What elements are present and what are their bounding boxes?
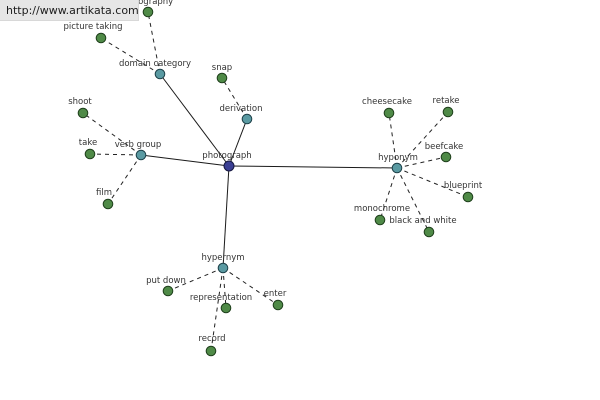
node-shoot[interactable] xyxy=(77,107,89,119)
label-enter[interactable]: enter xyxy=(264,289,287,299)
edge-domain-photography xyxy=(147,11,161,75)
edge-center-hyponym xyxy=(228,165,398,169)
edge-verb-shoot xyxy=(82,112,142,156)
labels-layer: photography picture taking snap shoot take fi… xyxy=(64,0,483,344)
node-representation[interactable] xyxy=(220,302,232,314)
node-record[interactable] xyxy=(205,345,217,357)
edge-center-verb xyxy=(140,154,230,167)
node-hypernym[interactable] xyxy=(217,262,229,274)
label-cheesecake[interactable]: cheesecake xyxy=(362,97,412,107)
node-film[interactable] xyxy=(102,198,114,210)
node-photography[interactable] xyxy=(142,6,154,18)
label-take[interactable]: take xyxy=(79,138,97,148)
edge-center-derivation xyxy=(228,118,248,167)
edge-hyponym-monochrome xyxy=(379,167,398,221)
label-shoot[interactable]: shoot xyxy=(68,97,92,107)
node-snap[interactable] xyxy=(216,72,228,84)
node-cheesecake[interactable] xyxy=(383,107,395,119)
edge-hyponym-beefcake xyxy=(396,156,447,169)
node-domain[interactable] xyxy=(154,68,166,80)
edges-layer xyxy=(82,11,469,352)
edge-center-hypernym xyxy=(222,165,230,269)
edge-verb-take xyxy=(89,153,142,156)
label-retake[interactable]: retake xyxy=(433,96,460,106)
node-blueprint[interactable] xyxy=(462,191,474,203)
url-banner[interactable]: http://www.artikata.com xyxy=(0,0,139,21)
label-hyponym[interactable]: hyponym xyxy=(378,153,418,163)
edge-center-domain xyxy=(159,73,230,167)
label-derivation[interactable]: derivation xyxy=(219,104,262,114)
label-monochrome[interactable]: monochrome xyxy=(354,204,410,214)
node-monochrome[interactable] xyxy=(374,214,386,226)
label-hypernym[interactable]: hypernym xyxy=(201,253,244,263)
node-hyponym[interactable] xyxy=(391,162,403,174)
label-center[interactable]: photograph xyxy=(202,151,251,161)
edge-hypernym-enter xyxy=(222,267,279,306)
edge-derivation-snap xyxy=(221,77,248,120)
node-verb[interactable] xyxy=(135,149,147,161)
label-verb[interactable]: verb group xyxy=(115,140,162,150)
label-beefcake[interactable]: beefcake xyxy=(425,142,464,152)
node-take[interactable] xyxy=(84,148,96,160)
node-center[interactable] xyxy=(223,160,235,172)
edge-hyponym-cheesecake xyxy=(388,112,398,169)
node-enter[interactable] xyxy=(272,299,284,311)
url-link[interactable]: http://www.artikata.com xyxy=(6,4,139,17)
edge-hypernym-put_down xyxy=(167,267,224,292)
node-picture-taking[interactable] xyxy=(95,32,107,44)
label-picture-taking[interactable]: picture taking xyxy=(64,22,123,32)
label-record[interactable]: record xyxy=(198,334,225,344)
label-photography[interactable]: photography xyxy=(119,0,173,7)
node-derivation[interactable] xyxy=(241,113,253,125)
label-black-and-white[interactable]: black and white xyxy=(389,216,456,226)
nodes-layer xyxy=(77,6,474,357)
node-beefcake[interactable] xyxy=(440,151,452,163)
label-blueprint[interactable]: blueprint xyxy=(444,181,483,191)
edge-hyponym-black_and_white xyxy=(396,167,430,233)
label-domain[interactable]: domain category xyxy=(119,59,191,69)
node-put-down[interactable] xyxy=(162,285,174,297)
label-film[interactable]: film xyxy=(96,188,112,198)
edge-hypernym-record xyxy=(210,267,224,352)
edge-verb-film xyxy=(107,154,142,205)
label-representation[interactable]: representation xyxy=(190,293,252,303)
label-snap[interactable]: snap xyxy=(212,63,232,73)
edge-domain-picture_taking xyxy=(100,37,161,75)
node-black-and-white[interactable] xyxy=(423,226,435,238)
label-put-down[interactable]: put down xyxy=(146,276,186,286)
node-retake[interactable] xyxy=(442,106,454,118)
edge-hypernym-representation xyxy=(222,267,227,309)
